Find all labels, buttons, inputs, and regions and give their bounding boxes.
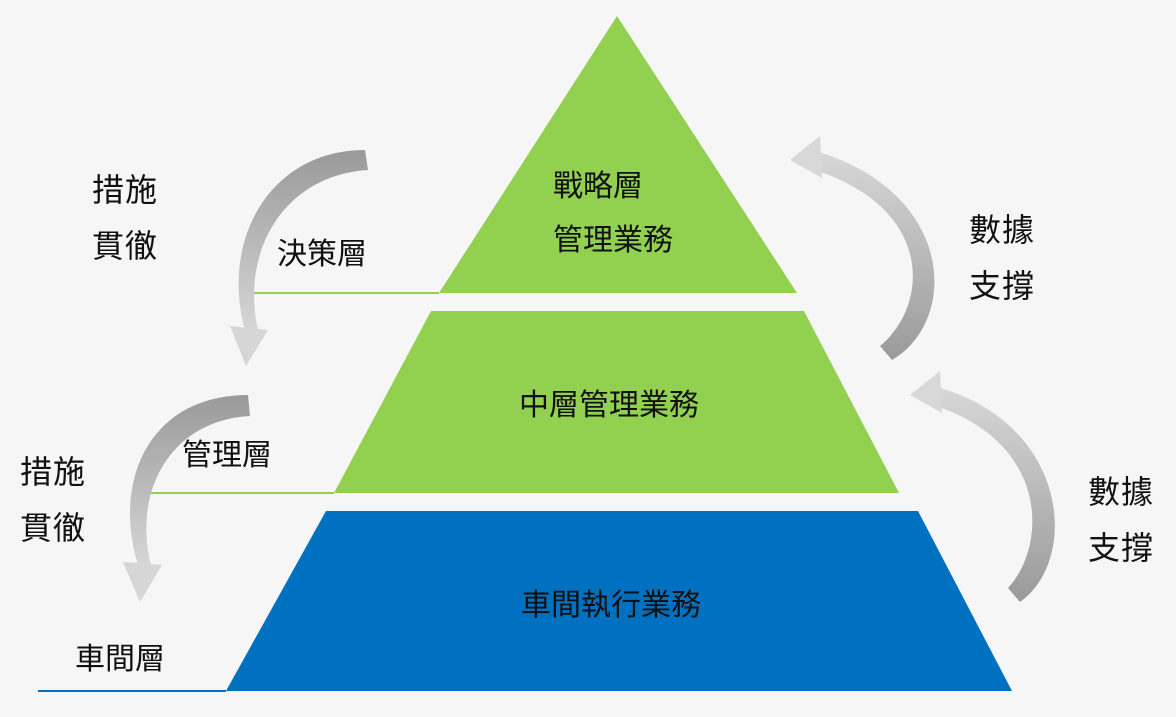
tier-top-label-line1: 戰略層	[553, 169, 643, 204]
decision-layer-label: 決策層	[277, 237, 367, 272]
right-note-lower: 數據 支撐	[1088, 476, 1154, 564]
left-note-upper-line1: 措施	[92, 171, 159, 209]
left-note-upper: 措施 貫徹	[92, 174, 158, 262]
tier-middle-label: 中層管理業務	[519, 388, 699, 423]
right-note-upper-line1: 數據	[969, 211, 1036, 249]
right-note-upper: 數據 支撐	[969, 214, 1035, 302]
workshop-layer-label: 車間層	[75, 642, 165, 677]
tier-top-shape	[439, 16, 797, 293]
left-note-lower: 措施 貫徹	[20, 456, 86, 544]
right-arrow-upper	[790, 136, 935, 360]
left-note-lower-line2: 貫徹	[20, 509, 87, 547]
right-note-upper-line2: 支撐	[969, 267, 1036, 305]
left-note-lower-line1: 措施	[20, 453, 87, 491]
right-arrow-lower	[910, 371, 1055, 602]
tier-top-label-line2: 管理業務	[553, 223, 673, 258]
right-note-lower-line2: 支撐	[1088, 529, 1155, 567]
tier-bottom-label: 車間執行業務	[521, 588, 701, 623]
left-arrow-lower	[123, 395, 250, 602]
management-layer-label: 管理層	[182, 438, 272, 473]
left-note-upper-line2: 貫徹	[92, 227, 159, 265]
tier-bottom-shape	[226, 511, 1012, 691]
tier-middle-shape	[334, 311, 899, 493]
left-arrow-upper	[230, 150, 368, 366]
right-note-lower-line1: 數據	[1088, 473, 1155, 511]
